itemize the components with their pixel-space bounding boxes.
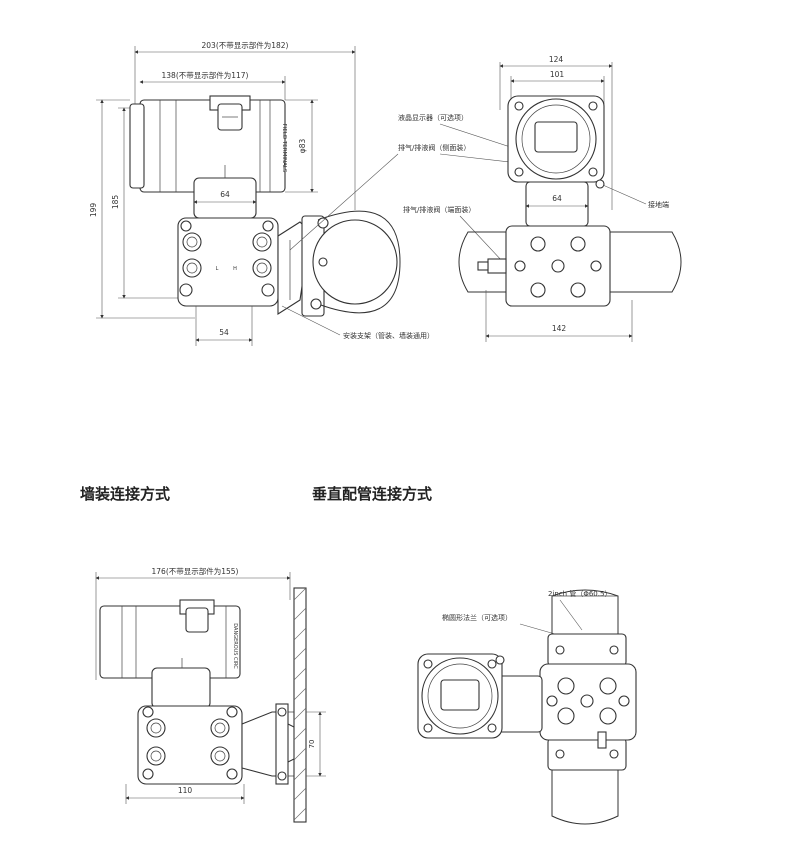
front-flange-bolts xyxy=(514,236,602,298)
wall-dim-overall-label: 176(不带显示部件为155) xyxy=(152,566,239,576)
dim-second-label: 138(不带显示部件为117) xyxy=(162,70,249,80)
wall-dim-bottom-label: 110 xyxy=(178,786,193,795)
front-view-drawing: 124 101 64 142 xyxy=(458,55,682,342)
terminal-label-wall: DANGEROUS CIRC xyxy=(232,623,238,669)
side-view-drawing: 203(不带显示部件为182) 138(不带显示部件为117) 199 185 … xyxy=(89,40,401,346)
vertical-pipe-drawing: 2inch 管（Φ60.5） 椭圆形法兰（可选项） xyxy=(417,589,637,825)
flange-H-label: H xyxy=(233,266,237,272)
dim-diameter-label: φ83 xyxy=(298,139,307,154)
side-flange-bolts xyxy=(179,220,275,297)
wall-dim-side-label: 70 xyxy=(308,740,316,749)
heading-wall-mount: 墙装连接方式 xyxy=(80,485,171,503)
dim-height-inner-label: 185 xyxy=(111,195,120,210)
front-dim-body-label: 64 xyxy=(552,194,562,203)
pipe-label: 2inch 管（Φ60.5） xyxy=(548,589,611,598)
pipe-flange-bolts xyxy=(546,677,630,725)
front-dim-bottom-label: 142 xyxy=(552,324,567,333)
front-dim-inner-label: 101 xyxy=(550,70,565,79)
dim-overall-label: 203(不带显示部件为182) xyxy=(202,40,289,50)
flange-label: 椭圆形法兰（可选项） xyxy=(442,613,512,622)
callouts: 液晶显示器（可选项） 排气/排液阀（侧面装） 排气/排液阀（端面装） 接地端 安… xyxy=(281,113,669,340)
dim-body-width-label: 64 xyxy=(220,190,230,199)
callout-bracket: 安装支架（管装、墙装通用） xyxy=(343,331,434,340)
heading-vertical-pipe: 垂直配管连接方式 xyxy=(312,485,433,503)
callout-vent-end: 排气/排液阀（端面装） xyxy=(403,205,475,214)
dim-base-width-label: 54 xyxy=(219,328,229,337)
wall-flange-bolts xyxy=(142,706,238,780)
wall-mount-drawing: 176(不带显示部件为155) DANGEROUS CIRC xyxy=(95,566,326,823)
callout-vent-side: 排气/排液阀（侧面装） xyxy=(398,143,470,152)
callout-ground: 接地端 xyxy=(648,200,669,209)
terminal-label-side: FIELD TERMINALS xyxy=(281,124,287,173)
wall-hatching xyxy=(293,587,307,821)
front-dim-outer-label: 124 xyxy=(549,55,564,64)
dim-height-outer-label: 199 xyxy=(89,203,98,218)
callout-lcd: 液晶显示器（可选项） xyxy=(398,113,468,122)
flange-L-label: L xyxy=(216,266,219,272)
